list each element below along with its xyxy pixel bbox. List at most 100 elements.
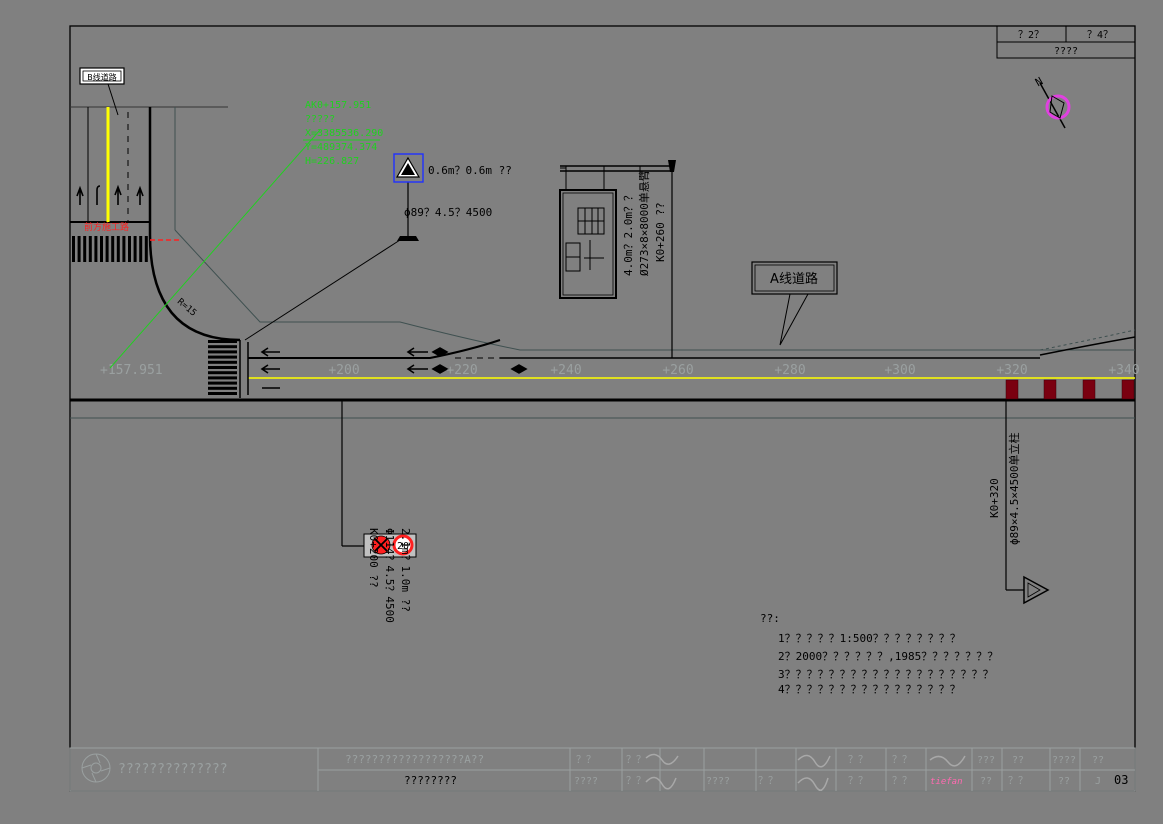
title-block: ?????????????? ??????????????????A?? ???… bbox=[69, 747, 1136, 792]
crosswalk-stripe bbox=[94, 236, 98, 262]
station-label: +260 bbox=[662, 363, 693, 378]
title-cell-top: ?? bbox=[1092, 755, 1104, 766]
company-logo-icon bbox=[81, 753, 111, 783]
b-road-label: B线道路 bbox=[87, 72, 117, 82]
survey-line-4: Y=489374.374 bbox=[305, 142, 377, 153]
cantilever-gantry-sign: 4.0m？2.0m？？ Ø273×8×8000单悬臂 K0+260 ?? bbox=[559, 160, 676, 358]
b-road-label-box: B线道路 bbox=[79, 67, 125, 116]
crosswalk-stripe bbox=[139, 236, 143, 262]
road-geometry bbox=[70, 106, 1136, 419]
gantry-line-1: 4.0m？2.0m？？ bbox=[622, 190, 635, 276]
lane-arrows bbox=[76, 184, 528, 389]
north-label: N bbox=[1033, 75, 1045, 90]
crosswalk-stripe bbox=[144, 236, 148, 262]
crosswalk-stripe bbox=[88, 236, 92, 262]
station-label: +300 bbox=[884, 363, 915, 378]
title-cell-bottom: ？？ bbox=[892, 776, 912, 787]
station-label: +200 bbox=[328, 363, 359, 378]
title-cell-bottom: ？？ bbox=[758, 776, 778, 787]
note-item-3: 3？？？？？？？？？？？？？？？？？？？ bbox=[778, 668, 994, 681]
crosswalk-stripe bbox=[208, 381, 237, 385]
title-cell-bottom: J bbox=[1095, 776, 1101, 787]
crosswalk-stripe bbox=[116, 236, 120, 262]
gantry-line-3: K0+260 ?? bbox=[654, 202, 667, 262]
work-zone-text: 前方施工路 bbox=[84, 221, 129, 233]
sheet-number: 03 bbox=[1114, 773, 1128, 787]
title-cell-top: ？？ bbox=[576, 755, 596, 766]
crosswalk-a-road bbox=[208, 340, 237, 395]
notes-heading: ??: bbox=[760, 612, 780, 625]
crosswalk-b-road bbox=[72, 236, 148, 262]
title-cell-bottom: ?? bbox=[980, 776, 992, 787]
single-post-sign: K0+320 ϕ89×4.5×4500单立柱 bbox=[988, 400, 1050, 605]
crosswalk-stripe bbox=[128, 236, 131, 262]
top-right-label-box: ？2？ ？4？ ???? bbox=[996, 25, 1136, 59]
title-cell-top: ？？ bbox=[626, 755, 646, 766]
title-cell-bottom: ?? bbox=[1058, 776, 1070, 787]
title-cell-bottom: ???? bbox=[706, 776, 730, 787]
page-label-1: ？2？ bbox=[1018, 30, 1044, 41]
page-label-2: ？4？ bbox=[1087, 30, 1113, 41]
survey-line-3: X=3385536.290 bbox=[305, 128, 383, 139]
station-start-label: +157.951 bbox=[100, 363, 163, 378]
title-cell-top: ???? bbox=[1052, 755, 1076, 766]
drawing-title: ???????? bbox=[404, 774, 457, 787]
station-label: +340 bbox=[1108, 363, 1139, 378]
crosswalk-stripe bbox=[72, 236, 75, 262]
triangle-warning-sign: 0.6m？0.6m ?? ϕ89？4.5？4500 bbox=[244, 153, 512, 341]
crosswalk-stripe bbox=[208, 360, 237, 364]
station-label: +280 bbox=[774, 363, 805, 378]
signature-pink: tiefan bbox=[930, 777, 963, 787]
title-cell-bottom: ？？ bbox=[1008, 776, 1028, 787]
crosswalk-stripe bbox=[208, 340, 237, 343]
crosswalk-stripe bbox=[208, 355, 237, 359]
crosswalk-stripe bbox=[77, 236, 81, 262]
speed-sign-value: 20 bbox=[397, 541, 409, 552]
red-hatch-block bbox=[1121, 379, 1135, 400]
title-cell-top: ?? bbox=[1012, 755, 1024, 766]
survey-line-5: H=226.827 bbox=[305, 156, 359, 167]
red-hatch-blocks bbox=[1005, 379, 1135, 400]
title-cell-bottom: ？？ bbox=[626, 776, 646, 787]
crosswalk-stripe bbox=[208, 392, 237, 395]
station-labels: +200 +220 +240 +260 +280 +300 +320 +340 bbox=[328, 363, 1139, 378]
crosswalk-stripe bbox=[208, 345, 237, 349]
station-label: +320 bbox=[996, 363, 1027, 378]
note-item-2: 2？2000？？？？？？,1985？？？？？？？ bbox=[778, 650, 998, 663]
crosswalk-stripe bbox=[105, 236, 109, 262]
north-arrow-icon: N bbox=[1033, 75, 1071, 129]
crosswalk-stripe bbox=[122, 236, 126, 262]
station-label: +240 bbox=[550, 363, 581, 378]
gantry-line-2: Ø273×8×8000单悬臂 bbox=[638, 170, 651, 276]
title-cell-top: ？？ bbox=[848, 755, 868, 766]
crosswalk-stripe bbox=[208, 350, 237, 354]
crosswalk-stripe bbox=[208, 376, 237, 380]
crosswalk-stripe bbox=[133, 236, 137, 262]
station-label: +220 bbox=[446, 363, 477, 378]
note-item-1: 1？？？？？1:500？？？？？？？？ bbox=[778, 632, 961, 645]
crosswalk-stripe bbox=[111, 236, 115, 262]
crosswalk-stripe bbox=[208, 386, 237, 390]
title-cell-bottom: ???? bbox=[574, 776, 598, 787]
triangle-sign-pole: ϕ89？4.5？4500 bbox=[404, 206, 492, 219]
triangle-sign-size: 0.6m？0.6m ?? bbox=[428, 164, 512, 177]
a-road-label-box: A线道路 bbox=[751, 261, 838, 346]
post-line-2: ϕ89×4.5×4500单立柱 bbox=[1007, 433, 1021, 545]
crosswalk-stripe bbox=[208, 371, 237, 375]
curve-radius-label: R=15 bbox=[175, 297, 198, 319]
crosswalk-stripe bbox=[100, 236, 103, 262]
survey-line-2: ????? bbox=[305, 114, 335, 125]
speed-sign-line-2: Φ114？4.5？4500 bbox=[383, 528, 396, 623]
a-road-label: A线道路 bbox=[770, 271, 818, 287]
survey-line-1: AK0+157.951 bbox=[305, 100, 371, 111]
speed-limit-sign: 20 2.1m？1.0m ?? Φ114？4.5？4500 K0+200 ?? bbox=[341, 400, 417, 623]
survey-point: AK0+157.951 ????? X=3385536.290 Y=489374… bbox=[109, 100, 383, 369]
title-cell-top: ??? bbox=[977, 755, 995, 766]
page-label-3: ???? bbox=[1054, 46, 1078, 57]
red-hatch-block bbox=[1043, 379, 1057, 400]
project-name: ??????????????????A?? bbox=[345, 753, 484, 766]
note-item-4: 4？？？？？？？？？？？？？？？？ bbox=[778, 683, 961, 696]
crosswalk-stripe bbox=[83, 236, 87, 262]
